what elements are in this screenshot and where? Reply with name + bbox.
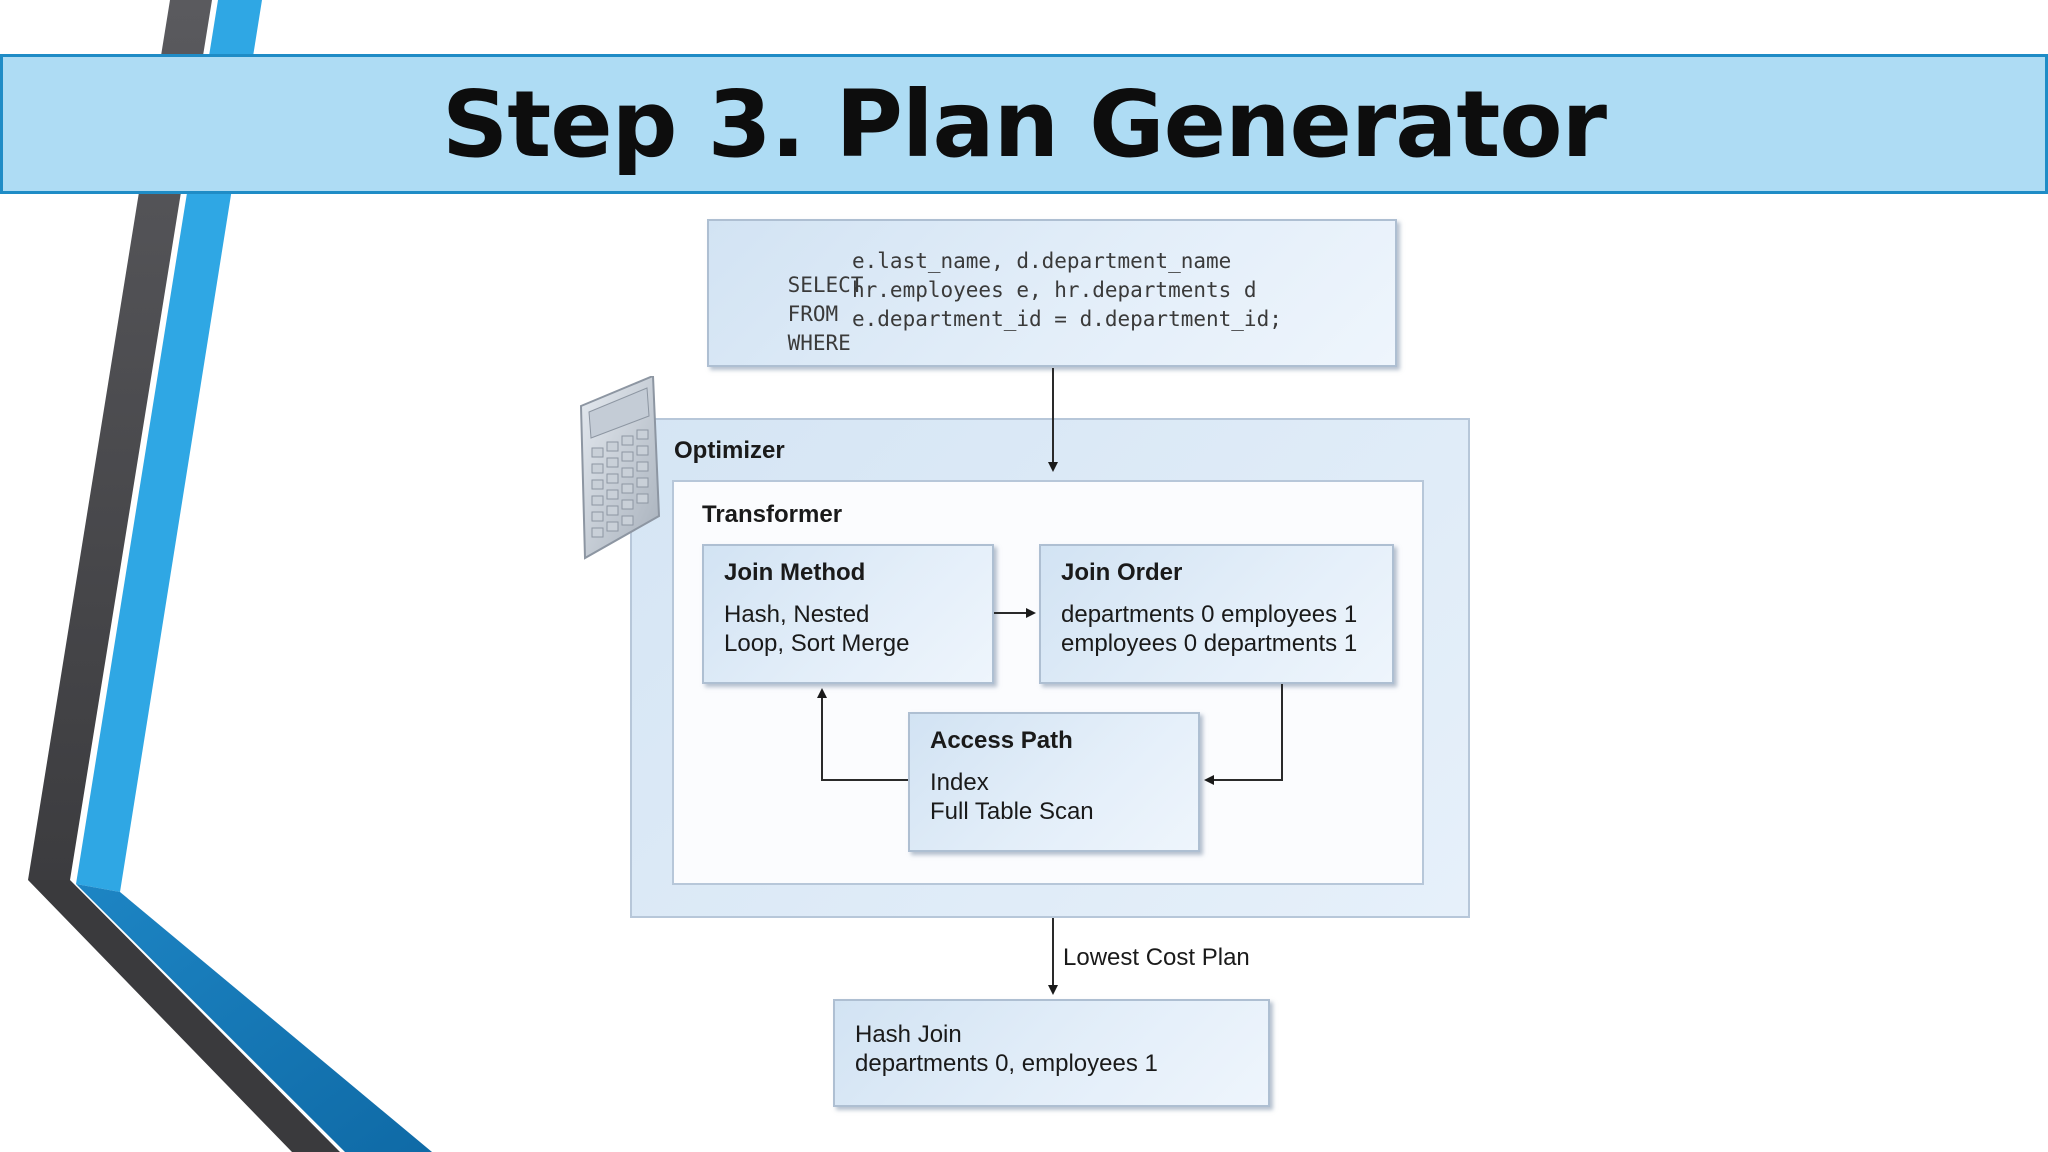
optimizer-label: Optimizer — [674, 437, 785, 464]
title-band: Step 3. Plan Generator — [0, 54, 2048, 194]
join-order-line: employees 0 departments 1 — [1061, 630, 1358, 657]
sql-keyword: WHERE — [787, 331, 851, 355]
dark-stripe-upper — [28, 0, 212, 880]
join-method-line: Loop, Sort Merge — [724, 630, 910, 657]
blue-stripe-lower — [76, 884, 432, 1152]
transformer-label: Transformer — [702, 501, 843, 528]
blue-stripe-upper — [76, 0, 262, 892]
dark-stripe-lower — [28, 880, 340, 1152]
access-path-line: Index — [930, 769, 989, 796]
sql-line-select: SELECT — [737, 249, 864, 321]
slide-title: Step 3. Plan Generator — [442, 70, 1607, 178]
join-order-title: Join Order — [1061, 559, 1183, 586]
sql-clause: e.department_id = d.department_id; — [852, 307, 1282, 331]
plan-line: departments 0, employees 1 — [855, 1050, 1158, 1077]
sql-keyword: SELECT — [787, 273, 864, 297]
sql-keyword: FROM — [787, 302, 839, 326]
calculator-icon — [579, 376, 661, 560]
join-method-box: Join Method Hash, Nested Loop, Sort Merg… — [702, 544, 994, 684]
sql-clause: e.last_name, d.department_name — [852, 249, 1232, 273]
plan-line: Hash Join — [855, 1021, 962, 1048]
lowest-cost-plan-box: Hash Join departments 0, employees 1 — [833, 999, 1270, 1107]
join-method-title: Join Method — [724, 559, 866, 586]
access-path-title: Access Path — [930, 727, 1073, 754]
join-method-line: Hash, Nested — [724, 601, 870, 628]
edge-label-lowest-cost-plan: Lowest Cost Plan — [1063, 944, 1250, 971]
sql-query-box: SELECT FROM WHERE e.last_name, d.departm… — [707, 219, 1397, 367]
join-order-box: Join Order departments 0 employees 1 emp… — [1039, 544, 1394, 684]
sql-line-from: FROM — [737, 278, 839, 350]
sql-clause: hr.employees e, hr.departments d — [852, 278, 1257, 302]
access-path-box: Access Path Index Full Table Scan — [908, 712, 1200, 852]
join-order-line: departments 0 employees 1 — [1061, 601, 1358, 628]
sql-line-where: WHERE — [737, 307, 851, 379]
access-path-line: Full Table Scan — [930, 798, 1094, 825]
